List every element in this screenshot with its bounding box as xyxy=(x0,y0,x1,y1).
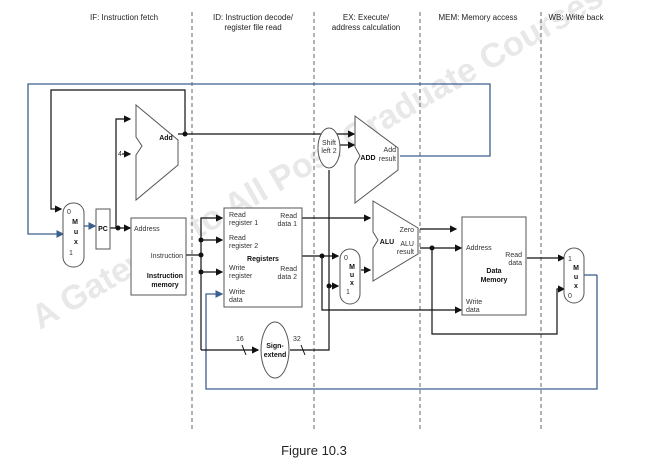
stage-id-label-2: register file read xyxy=(224,23,281,32)
pc-label: PC xyxy=(98,226,108,233)
imem-instruction-label: Instruction xyxy=(151,253,183,260)
dmem-write-label: Write xyxy=(466,299,482,306)
data-memory xyxy=(461,216,527,316)
imem-address-label: Address xyxy=(134,226,160,233)
stage-ex-label-2: address calculation xyxy=(332,23,400,32)
junction xyxy=(198,269,204,275)
pc-mux-in1-label: 1 xyxy=(69,250,73,257)
const-four-label: 4 xyxy=(118,151,122,158)
dmem-title-2: Memory xyxy=(481,277,508,284)
branch-target-wire xyxy=(27,83,491,238)
alu-mux-in1-label: 1 xyxy=(346,289,350,296)
shift-left-unit xyxy=(317,127,341,169)
instruction-memory xyxy=(130,217,187,296)
pc-adder-label: Add xyxy=(159,135,173,142)
alu-result-label-2: result xyxy=(397,249,414,256)
pc-adder xyxy=(135,103,179,202)
wb-mux-in0-label: 0 xyxy=(568,293,572,300)
junction xyxy=(198,237,204,243)
branch-adder-label: ADD xyxy=(360,155,375,162)
rd2-label-2: data 2 xyxy=(278,274,298,281)
alu-mux-in0-label: 0 xyxy=(344,255,348,262)
alu-label: ALU xyxy=(380,239,394,246)
pc-mux-label-u: u xyxy=(74,229,78,236)
input-width-label: 16 xyxy=(236,336,244,343)
alu-src-mux xyxy=(339,248,361,305)
alu xyxy=(372,200,419,282)
wb-mux-label-x: x xyxy=(574,283,578,290)
wb-mux-in1-label: 1 xyxy=(568,256,572,263)
alu-mux-label-u: u xyxy=(350,272,354,279)
output-width-label: 32 xyxy=(293,336,301,343)
dmem-read-label: Read xyxy=(505,252,522,259)
rr1-label: Read xyxy=(229,212,246,219)
shift-left-label: Shift xyxy=(322,140,336,147)
sign-extend-unit xyxy=(260,321,290,379)
sign-extend-label: Sign- xyxy=(266,343,284,350)
bus-width-tick xyxy=(241,344,247,356)
branch-adder xyxy=(354,115,399,205)
add-result-label-2: result xyxy=(379,156,396,163)
writeback-wire xyxy=(205,275,598,390)
stage-mem-label: MEM: Memory access xyxy=(438,13,517,22)
dmem-read-label-2: data xyxy=(508,260,522,267)
shift-left-label-2: left 2 xyxy=(321,148,336,155)
add-result-label: Add xyxy=(384,147,397,154)
pc-mux xyxy=(62,202,85,268)
rd2-label: Read xyxy=(280,266,297,273)
sign-extend-label-2: extend xyxy=(264,352,287,359)
wr-label-2: register xyxy=(229,273,253,280)
rd1-label-2: data 1 xyxy=(278,221,298,228)
wd-label: Write xyxy=(229,289,245,296)
stage-if-label: IF: Instruction fetch xyxy=(90,13,158,22)
registers-title: Registers xyxy=(247,256,279,263)
junction xyxy=(115,225,121,231)
wd-label-2: data xyxy=(229,297,243,304)
wr-label: Write xyxy=(229,265,245,272)
pc-register xyxy=(95,208,111,250)
alu-mux-label-m: M xyxy=(349,264,355,271)
wb-mux-label-m: M xyxy=(573,265,579,272)
dmem-address-label: Address xyxy=(466,245,492,252)
stage-id-label: ID: Instruction decode/ xyxy=(213,13,294,22)
register-file xyxy=(223,207,303,308)
rd1-label: Read xyxy=(280,213,297,220)
wb-mux-label-u: u xyxy=(574,274,578,281)
pc-plus4-to-mux-wire xyxy=(50,89,186,213)
junction xyxy=(326,283,332,289)
pc-mux-label-m: M xyxy=(72,219,78,226)
rr1-label-2: register 1 xyxy=(229,220,258,227)
imem-title: Instruction xyxy=(147,273,183,280)
rr2-label: Read xyxy=(229,235,246,242)
dmem-title: Data xyxy=(486,268,501,275)
alu-mux-label-x: x xyxy=(350,280,354,287)
pc-mux-in0-label: 0 xyxy=(67,209,71,216)
stage-ex-label: EX: Execute/ xyxy=(343,13,390,22)
rd2-to-dmem-wire xyxy=(321,256,463,314)
junction xyxy=(198,252,204,258)
rr2-label-2: register 2 xyxy=(229,243,258,250)
figure-caption: Figure 10.3 xyxy=(281,443,347,458)
alu-result-to-wbmux-wire xyxy=(431,248,566,335)
instr-to-rr1-wire xyxy=(200,214,224,350)
stage-wb-label: WB: Write back xyxy=(549,13,605,22)
dmem-write-label-2: data xyxy=(466,307,480,314)
alu-result-label: ALU xyxy=(400,241,414,248)
imem-title-2: memory xyxy=(151,282,178,289)
pc-mux-label-x: x xyxy=(74,239,78,246)
signext-to-shift-wire xyxy=(290,170,330,351)
junction xyxy=(182,131,188,137)
alu-zero-label: Zero xyxy=(400,227,415,234)
pc-to-adder-wire xyxy=(115,115,132,228)
